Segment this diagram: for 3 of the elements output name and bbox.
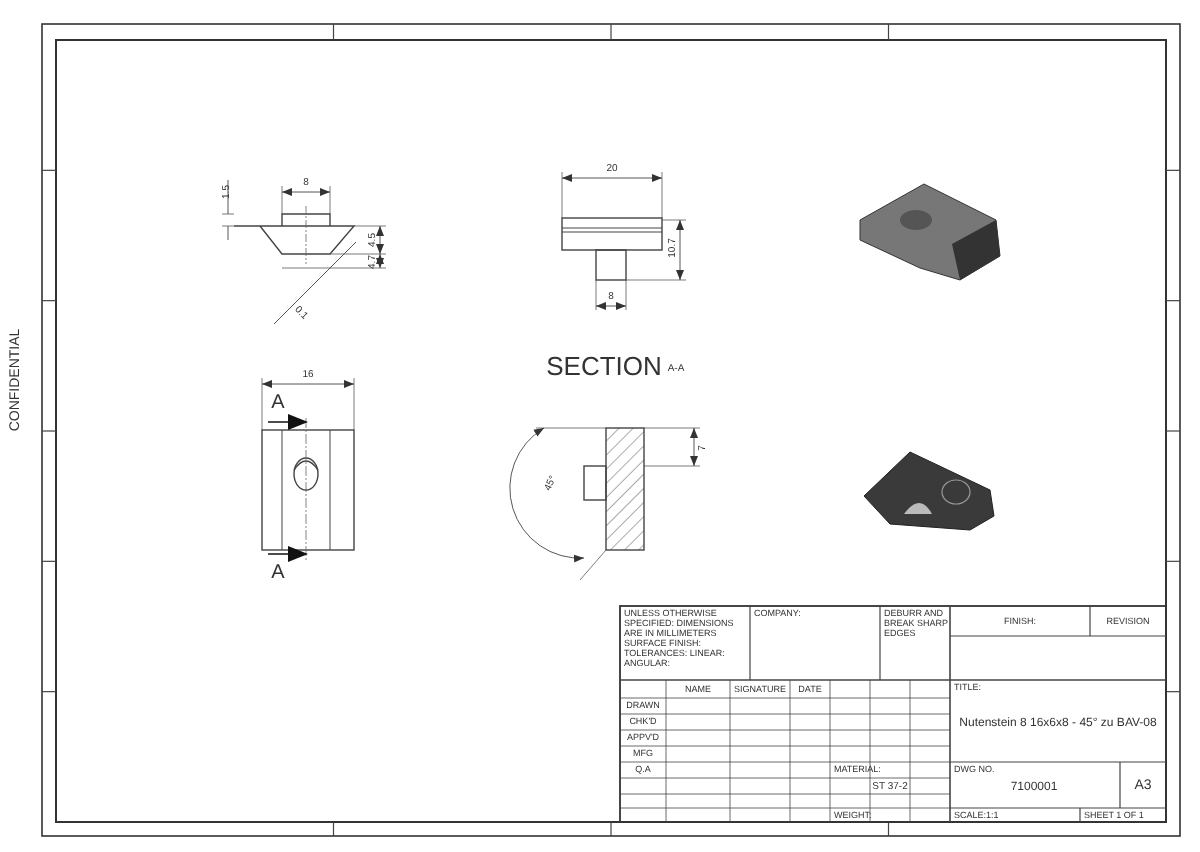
section-letter: A	[271, 394, 285, 414]
section-letter: A	[271, 564, 285, 584]
section-title: SECTION	[546, 353, 662, 379]
